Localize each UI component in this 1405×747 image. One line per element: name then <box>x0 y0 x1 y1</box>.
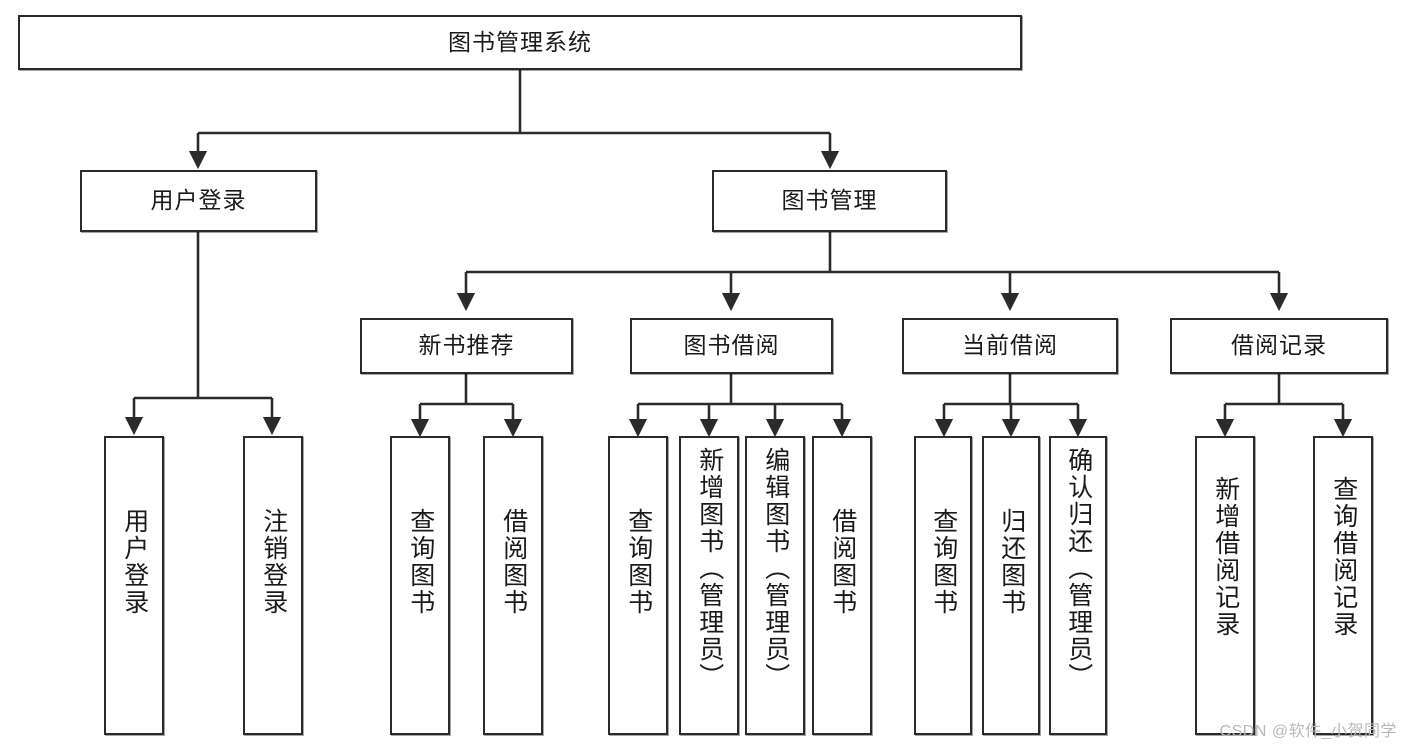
leaf-current-query-book[interactable]: 查询图书 <box>914 436 972 735</box>
watermark: CSDN @软件_小贺同学 <box>1219 723 1397 740</box>
node-book-borrow[interactable]: 图书借阅 <box>630 318 833 374</box>
leaf-user-logout-label: 注销登录 <box>259 508 288 616</box>
leaf-current-confirm-return[interactable]: 确认归还（管理员） <box>1049 436 1107 735</box>
leaf-borrow-borrow-book[interactable]: 借阅图书 <box>812 436 872 735</box>
node-book-manage[interactable]: 图书管理 <box>712 170 947 232</box>
leaf-borrow-add-book[interactable]: 新增图书（管理员） <box>679 436 739 735</box>
leaf-borrow-borrow-book-label: 借阅图书 <box>828 508 857 616</box>
leaf-current-confirm-return-label: 确认归还（管理员） <box>1064 447 1093 690</box>
leaf-current-return-book-label: 归还图书 <box>997 508 1026 616</box>
node-new-book-recommend-label: 新书推荐 <box>418 332 515 359</box>
leaf-borrow-edit-book[interactable]: 编辑图书（管理员） <box>745 436 805 735</box>
leaf-current-query-book-label: 查询图书 <box>929 508 958 616</box>
node-user-login-label: 用户登录 <box>150 187 247 214</box>
node-current-borrow[interactable]: 当前借阅 <box>902 318 1118 374</box>
leaf-recommend-query-book-label: 查询图书 <box>406 508 435 616</box>
node-new-book-recommend[interactable]: 新书推荐 <box>360 318 573 374</box>
node-current-borrow-label: 当前借阅 <box>962 332 1058 359</box>
node-borrow-record-label: 借阅记录 <box>1231 332 1327 359</box>
node-book-manage-label: 图书管理 <box>781 187 878 214</box>
leaf-record-search-label: 查询借阅记录 <box>1329 476 1358 638</box>
leaf-record-add-label: 新增借阅记录 <box>1211 476 1240 638</box>
node-borrow-record[interactable]: 借阅记录 <box>1170 318 1388 374</box>
leaf-borrow-query-book-label: 查询图书 <box>624 508 653 616</box>
leaf-recommend-borrow-book-label: 借阅图书 <box>499 508 528 616</box>
leaf-user-login-label: 用户登录 <box>120 508 149 616</box>
leaf-record-search[interactable]: 查询借阅记录 <box>1313 436 1373 735</box>
leaf-user-logout[interactable]: 注销登录 <box>243 436 303 735</box>
node-root[interactable]: 图书管理系统 <box>18 15 1022 70</box>
node-user-login[interactable]: 用户登录 <box>80 170 317 232</box>
leaf-record-add[interactable]: 新增借阅记录 <box>1195 436 1255 735</box>
leaf-borrow-add-book-label: 新增图书（管理员） <box>695 447 724 690</box>
leaf-borrow-query-book[interactable]: 查询图书 <box>608 436 668 735</box>
leaf-current-return-book[interactable]: 归还图书 <box>982 436 1040 735</box>
leaf-borrow-edit-book-label: 编辑图书（管理员） <box>761 447 790 690</box>
node-book-borrow-label: 图书借阅 <box>683 332 780 359</box>
leaf-user-login[interactable]: 用户登录 <box>104 436 164 735</box>
node-root-label: 图书管理系统 <box>448 28 592 55</box>
leaf-recommend-borrow-book[interactable]: 借阅图书 <box>483 436 543 735</box>
leaf-recommend-query-book[interactable]: 查询图书 <box>390 436 450 735</box>
